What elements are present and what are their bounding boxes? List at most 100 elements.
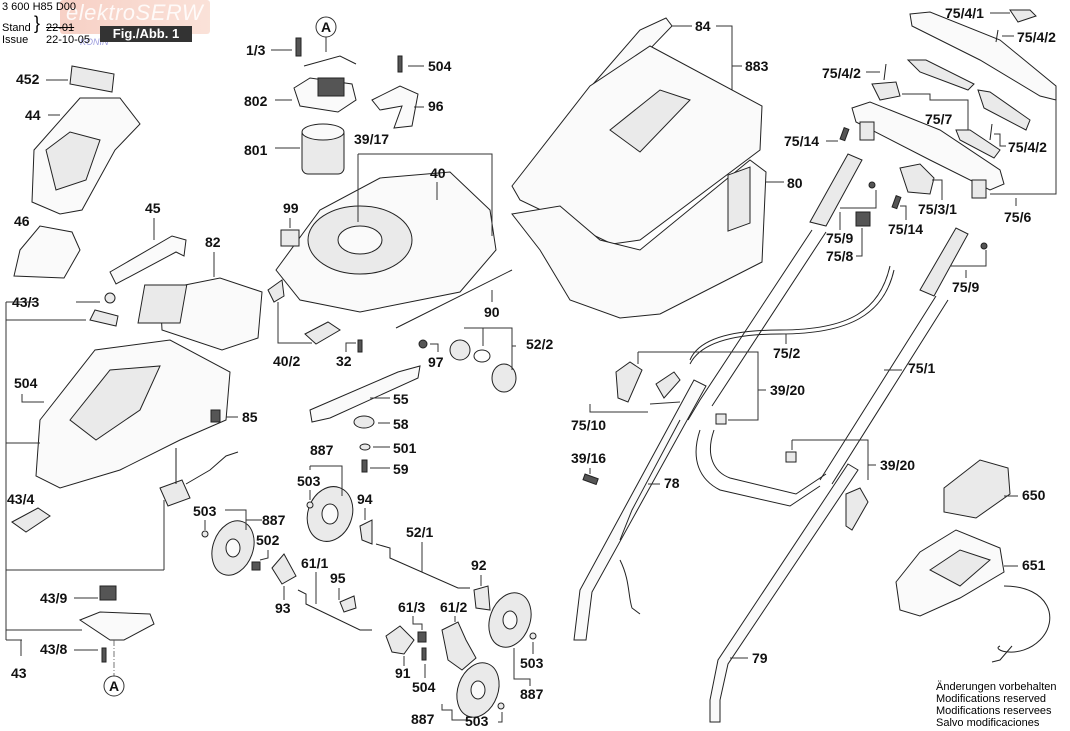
document-number: 3 600 H85 D00 (2, 1, 76, 13)
part-97-screw: 97 (418, 339, 444, 370)
callout-887: 887 (310, 442, 334, 458)
part-61-2-lever: 61/2 (440, 599, 477, 671)
callout-75-1: 75/1 (908, 360, 935, 376)
part-39-16-pin: 39/16 (571, 450, 606, 486)
callout-503: 503 (465, 713, 489, 729)
callout-55: 55 (393, 391, 409, 407)
callout-75-8: 75/8 (826, 248, 853, 264)
reference-marker-a-top: A (315, 16, 337, 52)
part-94-bracket: 94 (357, 491, 373, 545)
callout-58: 58 (393, 416, 409, 432)
part-46-battery-cover: 46 (13, 213, 81, 279)
footnote-line: Salvo modificaciones (936, 717, 1040, 729)
part-75-14-screw-a: 75/14 (784, 127, 850, 149)
footnote-line: Modifications reserved (936, 693, 1047, 705)
callout-503: 503 (520, 655, 544, 671)
callout-82: 82 (205, 234, 221, 250)
part-95-clip: 95 (330, 570, 357, 613)
callout-501: 501 (393, 440, 417, 456)
part-887-wheel-rear-right: 887 503 (411, 662, 505, 729)
part-32-screw: 32 (336, 339, 363, 369)
part-91-bracket: 91 (385, 625, 415, 681)
callout-801: 801 (244, 142, 268, 158)
part-887-wheel-rear-left: 503 887 502 (193, 503, 286, 576)
callout-52-1: 52/1 (406, 524, 433, 540)
callout-39-16: 39/16 (571, 450, 606, 466)
part-82-flap: 82 (137, 234, 263, 351)
callout-32: 32 (336, 353, 352, 369)
callout-39-20: 39/20 (880, 457, 915, 473)
part-99-filter: 99 (280, 200, 300, 247)
callout-75-14: 75/14 (888, 221, 923, 237)
part-78-lower-handle: 78 (573, 379, 707, 641)
callout-651: 651 (1022, 557, 1046, 573)
part-452-badge: 452 (16, 65, 115, 93)
part-58-fan: 58 (353, 415, 409, 432)
callout-78: 78 (664, 475, 680, 491)
footnote-line: Änderungen vorbehalten (936, 681, 1057, 693)
part-43-housing (35, 292, 231, 489)
callout-887: 887 (411, 711, 435, 727)
bracket-43-group: 43/3 504 43/4 43/9 43/8 43 (5, 294, 165, 681)
part-55-blade: 55 (309, 365, 421, 423)
callout-43-3: 43/3 (12, 294, 39, 310)
callout-40: 40 (430, 165, 446, 181)
callout-75-3-1: 75/3/1 (918, 201, 957, 217)
callout-79: 79 (752, 650, 768, 666)
callout-92: 92 (471, 557, 487, 573)
callout-75-6: 75/6 (1004, 209, 1031, 225)
part-1-3-screw: 1/3 (246, 37, 302, 58)
callout-43-9: 43/9 (40, 590, 67, 606)
callout-43: 43 (11, 665, 27, 681)
part-52-1-axle: 52/1 (375, 524, 470, 589)
part-75-3-1-slider: 75/3/1 (899, 163, 957, 217)
callout-91: 91 (395, 665, 411, 681)
part-40-deck: 39/17 40 (275, 131, 497, 313)
part-90-axle: 90 (395, 269, 513, 329)
part-40-2-clip: 40/2 (267, 279, 341, 369)
part-75-14-screw-b: 75/14 (888, 195, 923, 237)
callout-887: 887 (520, 686, 544, 702)
issue-value: 22-10-05 (46, 34, 91, 46)
part-93-bracket: 93 (271, 553, 297, 616)
callout-802: 802 (244, 93, 268, 109)
callout-75-9: 75/9 (952, 279, 979, 295)
part-75-2-cable: 75/2 (689, 265, 895, 365)
callout-44: 44 (25, 107, 41, 123)
part-59-bolt: 59 (361, 459, 409, 477)
part-801-motor: 801 (244, 123, 345, 175)
part-75-6-crossbar: 75/6 (851, 100, 1057, 225)
part-887-wheel-front-left: 887 503 (297, 442, 354, 542)
callout-504: 504 (412, 679, 436, 695)
part-802-controller: 802 (244, 55, 357, 113)
part-61-1-axle: 61/1 (297, 555, 372, 631)
part-43-8-base (78, 611, 155, 663)
part-39-20-clamp-b: 39/20 (785, 439, 915, 531)
callout-90: 90 (484, 304, 500, 320)
watermark-subtext: KONIN (80, 37, 109, 47)
callout-99: 99 (283, 200, 299, 216)
part-75-7-levers: 75/4/2 75/7 75/4/2 (822, 59, 1047, 159)
part-45-handle: 45 (109, 200, 187, 285)
part-75-1-upper-handle: 75/1 (687, 229, 949, 507)
callout-93: 93 (275, 600, 291, 616)
callout-40-2: 40/2 (273, 353, 300, 369)
footnote: Änderungen vorbehalten Modifications res… (936, 681, 1056, 729)
issue-label: Issue (2, 34, 29, 46)
footnote-line: Modifications reservees (936, 705, 1052, 717)
part-43-4-clip (11, 507, 51, 533)
callout-97: 97 (428, 354, 444, 370)
callout-1-3: 1/3 (246, 42, 266, 58)
callout-61-3: 61/3 (398, 599, 425, 615)
callout-502: 502 (256, 532, 280, 548)
callout-75-4-2: 75/4/2 (1008, 139, 1047, 155)
callout-43-4: 43/4 (7, 491, 34, 507)
callout-452: 452 (16, 71, 40, 87)
callout-650: 650 (1022, 487, 1046, 503)
part-75-8-clip: 75/8 (826, 211, 871, 264)
callout-503: 503 (193, 503, 217, 519)
part-39-20-clamp-a: 39/20 (615, 351, 805, 425)
callout-75-4-2: 75/4/2 (822, 65, 861, 81)
part-92-bracket: 92 (471, 557, 491, 611)
